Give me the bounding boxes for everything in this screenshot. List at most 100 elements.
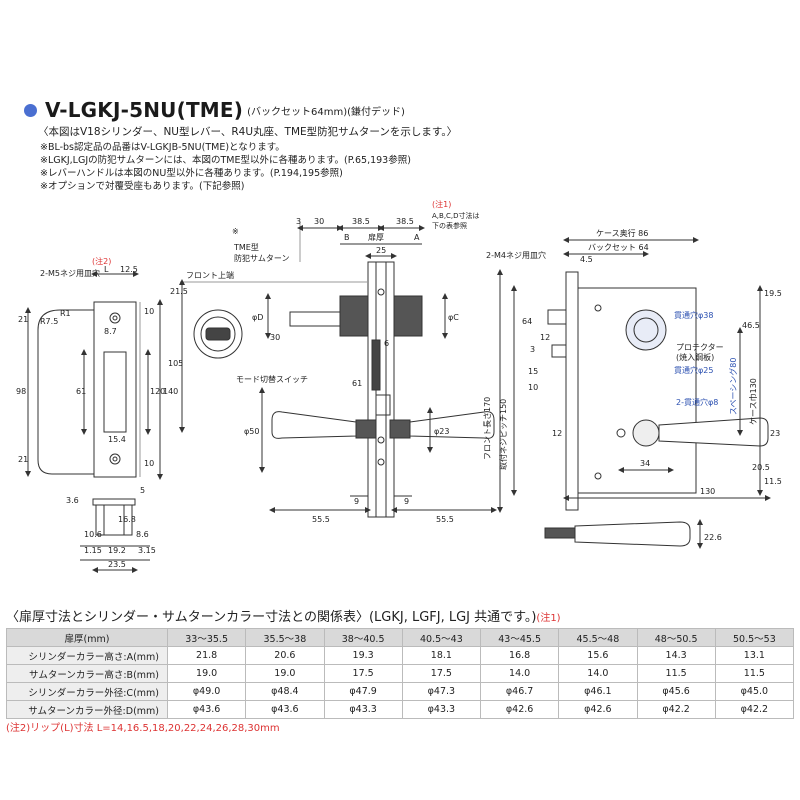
dim-label: 11.5 xyxy=(764,477,782,486)
table-cell: φ45.0 xyxy=(714,682,795,701)
table-cell: φ42.2 xyxy=(636,700,716,719)
column-header: 40.5〜43 xyxy=(401,628,482,647)
table-cell: φ42.2 xyxy=(714,700,795,719)
dim-label: 8.6 xyxy=(136,530,149,539)
row-header: シリンダーカラー外径:C(mm) xyxy=(6,682,168,701)
lever-bottom-view xyxy=(574,521,691,547)
dim-label: 12 xyxy=(552,429,562,438)
note-item: ※BL-bs認定品の品番はV-LGKJB-5NU(TME)となります。 xyxy=(40,142,285,153)
mode-switch-label: モード切替スイッチ xyxy=(236,374,308,384)
dim-label: 38.5 xyxy=(396,217,414,226)
tme-note-mark: ※ xyxy=(232,227,239,236)
table-row: サムターンカラー外径:D(mm) φ43.6 φ43.6 φ43.3 φ43.3… xyxy=(6,700,795,719)
technical-drawing: 2-M5ネジ用皿穴 (注2) L 12.5 R7.5 R1 8.7 21 98 … xyxy=(16,199,782,573)
table-cell: φ43.3 xyxy=(323,700,403,719)
dim-label: 10 xyxy=(144,307,154,316)
lead-text: 〈本図はV18シリンダー、NU型レバー、R4U丸座、TME型防犯サムターンを示し… xyxy=(38,126,458,138)
model-title: V-LGKJ-5NU(TME) xyxy=(45,98,244,122)
hole38-label: 貫通穴φ38 xyxy=(674,310,713,320)
dim-label: 19.2 xyxy=(108,546,126,555)
table-row: シリンダーカラー高さ:A(mm) 21.8 20.6 19.3 18.1 16.… xyxy=(6,646,795,665)
strike-screw-hole-bottom xyxy=(109,453,121,465)
dim-label: 12.5 xyxy=(120,265,138,274)
dim-label: 120 xyxy=(150,387,165,396)
table-cell: 21.8 xyxy=(166,646,247,665)
protector-label: プロテクター xyxy=(676,343,724,352)
latch-bolt xyxy=(551,344,567,358)
dim-label: 55.5 xyxy=(312,515,330,524)
mode-switch xyxy=(371,339,381,391)
thumbturn-collar xyxy=(339,295,369,337)
strike-opening xyxy=(103,351,127,433)
table-title-text: 〈扉厚寸法とシリンダー・サムターンカラー寸法との関係表〉(LGKJ, LGFJ,… xyxy=(6,610,537,625)
strike-screw-hole-top xyxy=(109,312,121,324)
table-header-row: 扉厚(mm) 33〜35.5 35.5〜38 38〜40.5 40.5〜43 4… xyxy=(6,628,795,647)
screw-icon xyxy=(377,458,385,466)
dim-label: 3.15 xyxy=(138,546,156,555)
dim-label: 64 xyxy=(522,317,532,326)
dim-label: 6 xyxy=(384,339,389,348)
table-cell: 15.6 xyxy=(558,646,638,665)
backset-label: バックセット 64 xyxy=(588,243,649,252)
table-title-note: (注1) xyxy=(536,613,561,624)
row-header: サムターンカラー高さ:B(mm) xyxy=(6,664,168,683)
protector-label-2: (焼入鋼板) xyxy=(676,352,714,362)
strike-lip-outline xyxy=(37,309,94,475)
table-cell: φ43.6 xyxy=(245,700,325,719)
column-header: 50.5〜53 xyxy=(714,628,795,647)
dim-label: 9 xyxy=(404,497,409,506)
strike-plate-view xyxy=(25,271,163,573)
tme-label: TME型 xyxy=(233,243,259,252)
spec-table: 扉厚(mm) 33〜35.5 35.5〜38 38〜40.5 40.5〜43 4… xyxy=(6,628,795,719)
table-cell: 19.0 xyxy=(245,664,325,683)
screw-icon xyxy=(594,472,602,480)
table-cell: φ45.6 xyxy=(636,682,716,701)
table-cell: 16.8 xyxy=(479,646,560,665)
front-top-label: フロント上端 xyxy=(186,270,234,280)
footnote: (注2)リップ(L)寸法 L=14,16.5,18,20,22,24,26,28… xyxy=(6,723,280,734)
screw-icon xyxy=(377,436,385,444)
column-header: 33〜35.5 xyxy=(166,628,247,647)
model-subtitle: (バックセット64mm)(鎌付デッド) xyxy=(247,106,405,118)
dim-label: 5 xyxy=(140,486,145,495)
dim-label: 23 xyxy=(770,429,780,438)
strike-plate-outline xyxy=(93,301,137,478)
dim-label: 61 xyxy=(352,379,362,388)
strike-screw-center xyxy=(112,315,118,321)
table-cell: 11.5 xyxy=(714,664,795,683)
table-cell: 14.3 xyxy=(636,646,716,665)
center-note-ref: (注1) xyxy=(432,199,451,209)
side-lock-view xyxy=(497,237,771,549)
thumbturn-rose-inner xyxy=(200,316,236,352)
spindle-hole-25 xyxy=(632,419,660,447)
table-cell: 19.0 xyxy=(166,664,247,683)
strike-screw-center-2 xyxy=(112,456,118,462)
table-cell: φ48.4 xyxy=(245,682,325,701)
dim-label: 扉厚 xyxy=(368,232,384,242)
header: V-LGKJ-5NU(TME) (バックセット64mm)(鎌付デッド) 〈本図は… xyxy=(24,98,784,139)
dim-label: 105 xyxy=(168,359,183,368)
column-header: 45.5〜48 xyxy=(558,628,638,647)
dim-label: 10.6 xyxy=(84,530,102,539)
dim-label: φC xyxy=(448,313,459,322)
table-cell: φ49.0 xyxy=(166,682,247,701)
hole8-label: 2-貫通穴φ8 xyxy=(676,397,718,407)
case-width-label: ケース巾130 xyxy=(748,378,758,425)
table-cell: φ46.7 xyxy=(479,682,560,701)
column-header: 48〜50.5 xyxy=(636,628,716,647)
note-item: ※オプションで対覆受座もあります。(下記参照) xyxy=(40,181,245,192)
table-title: 〈扉厚寸法とシリンダー・サムターンカラー寸法との関係表〉(LGKJ, LGFJ,… xyxy=(6,606,561,625)
column-header: 35.5〜38 xyxy=(245,628,325,647)
strike-screw-label: 2-M5ネジ用皿穴 xyxy=(40,268,100,278)
table-cell: φ47.3 xyxy=(401,682,482,701)
dim-label: 38.5 xyxy=(352,217,370,226)
hole25-label: 貫通穴φ25 xyxy=(674,365,713,375)
center-labels: ※ TME型 防犯サムターン フロント上端 モード切替スイッチ (注1) A,B… xyxy=(168,199,480,524)
bullet-icon xyxy=(24,103,37,117)
cylinder-collar xyxy=(393,295,423,337)
dim-label: L xyxy=(104,265,109,274)
notes-list: ※BL-bs認定品の品番はV-LGKJB-5NU(TME)となります。 ※LGK… xyxy=(40,141,411,193)
tme-label-2: 防犯サムターン xyxy=(234,253,289,263)
dim-label: R7.5 xyxy=(40,317,58,326)
dim-label: 25 xyxy=(376,246,386,255)
